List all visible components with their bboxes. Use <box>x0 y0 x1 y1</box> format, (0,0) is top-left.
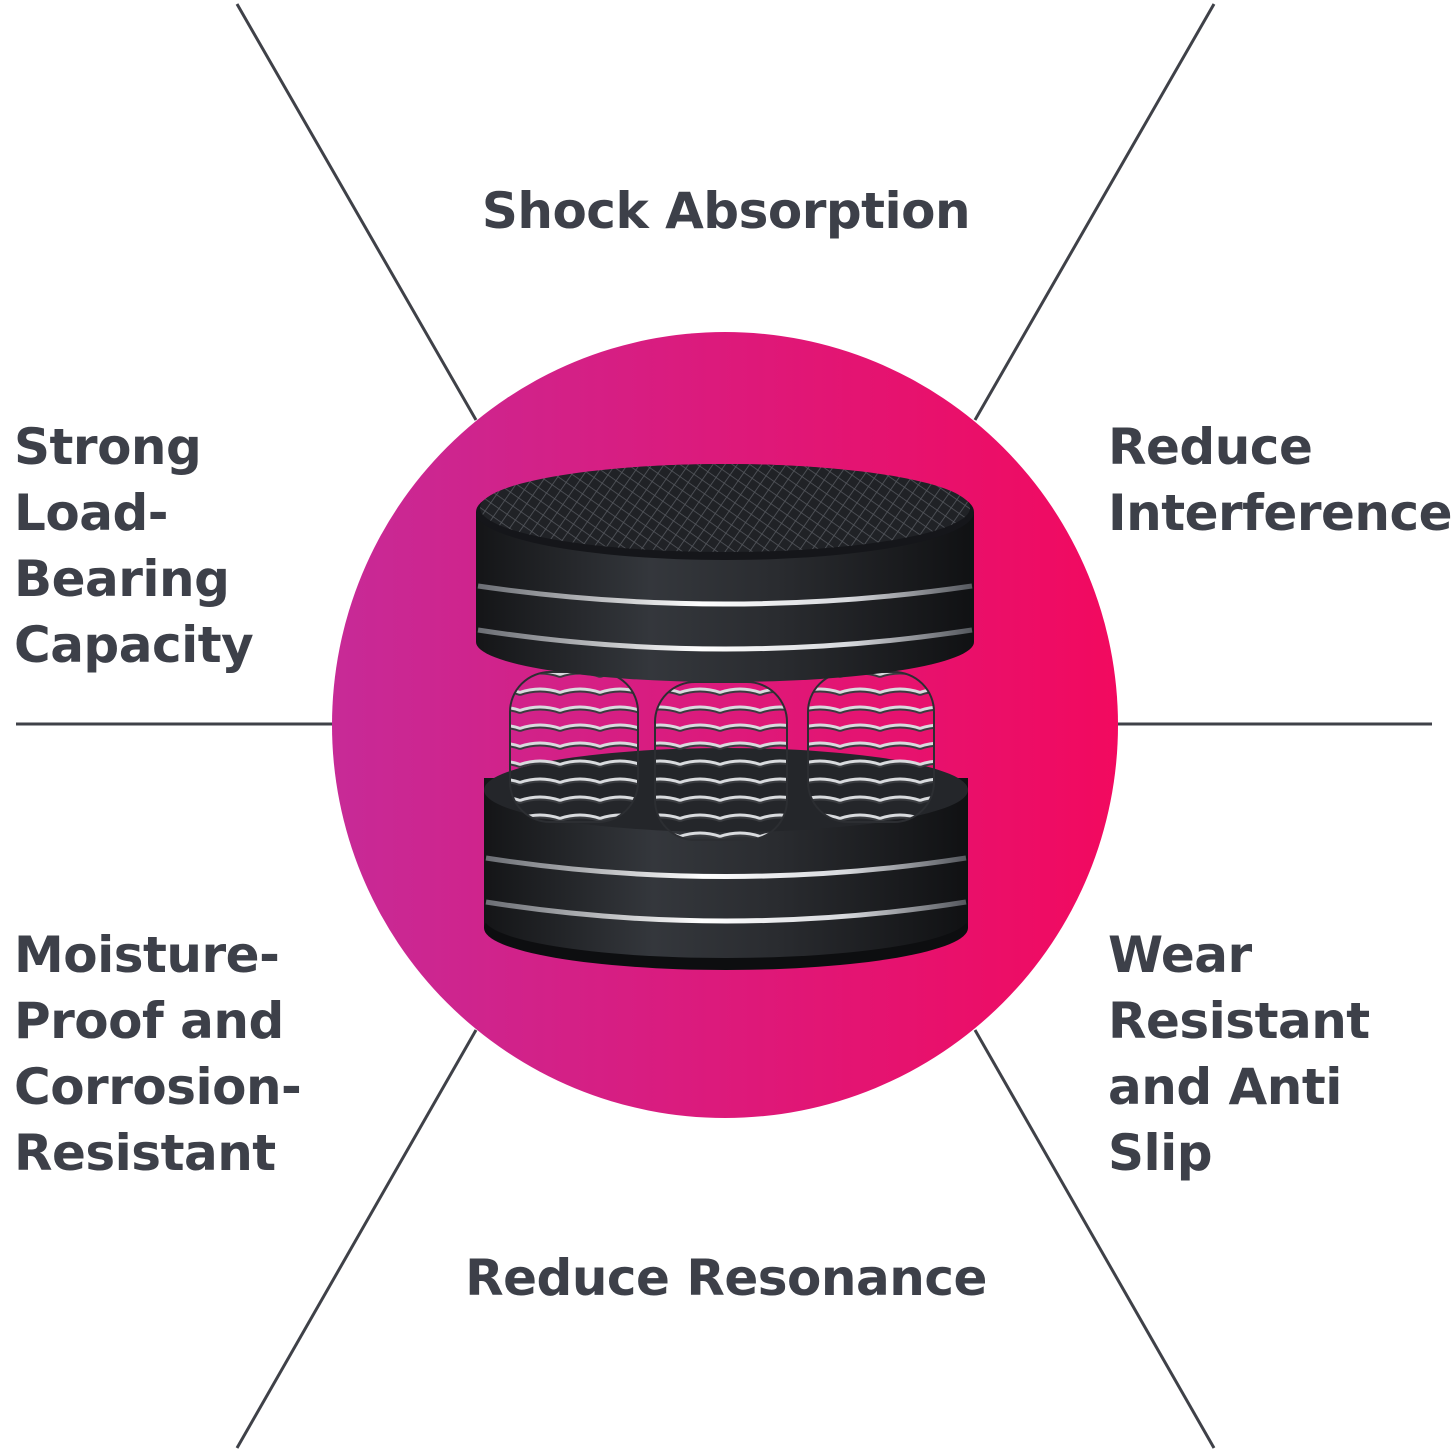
feature-load-bearing: Strong Load- Bearing Capacity <box>14 418 254 674</box>
feature-wear-resistant: Wear Resistant and Anti Slip <box>1108 926 1370 1182</box>
feature-reduce-resonance: Reduce Resonance <box>465 1249 987 1307</box>
divider-upper-right <box>973 3 1216 421</box>
divider-upper-left <box>235 3 478 421</box>
divider-lower-right <box>973 1029 1216 1449</box>
product-icon <box>476 464 974 970</box>
feature-moisture-proof: Moisture- Proof and Corrosion- Resistant <box>14 926 302 1182</box>
divider-lower-left <box>235 1029 478 1449</box>
feature-reduce-interference: Reduce Interference <box>1108 418 1452 542</box>
feature-shock-absorption: Shock Absorption <box>481 182 971 240</box>
